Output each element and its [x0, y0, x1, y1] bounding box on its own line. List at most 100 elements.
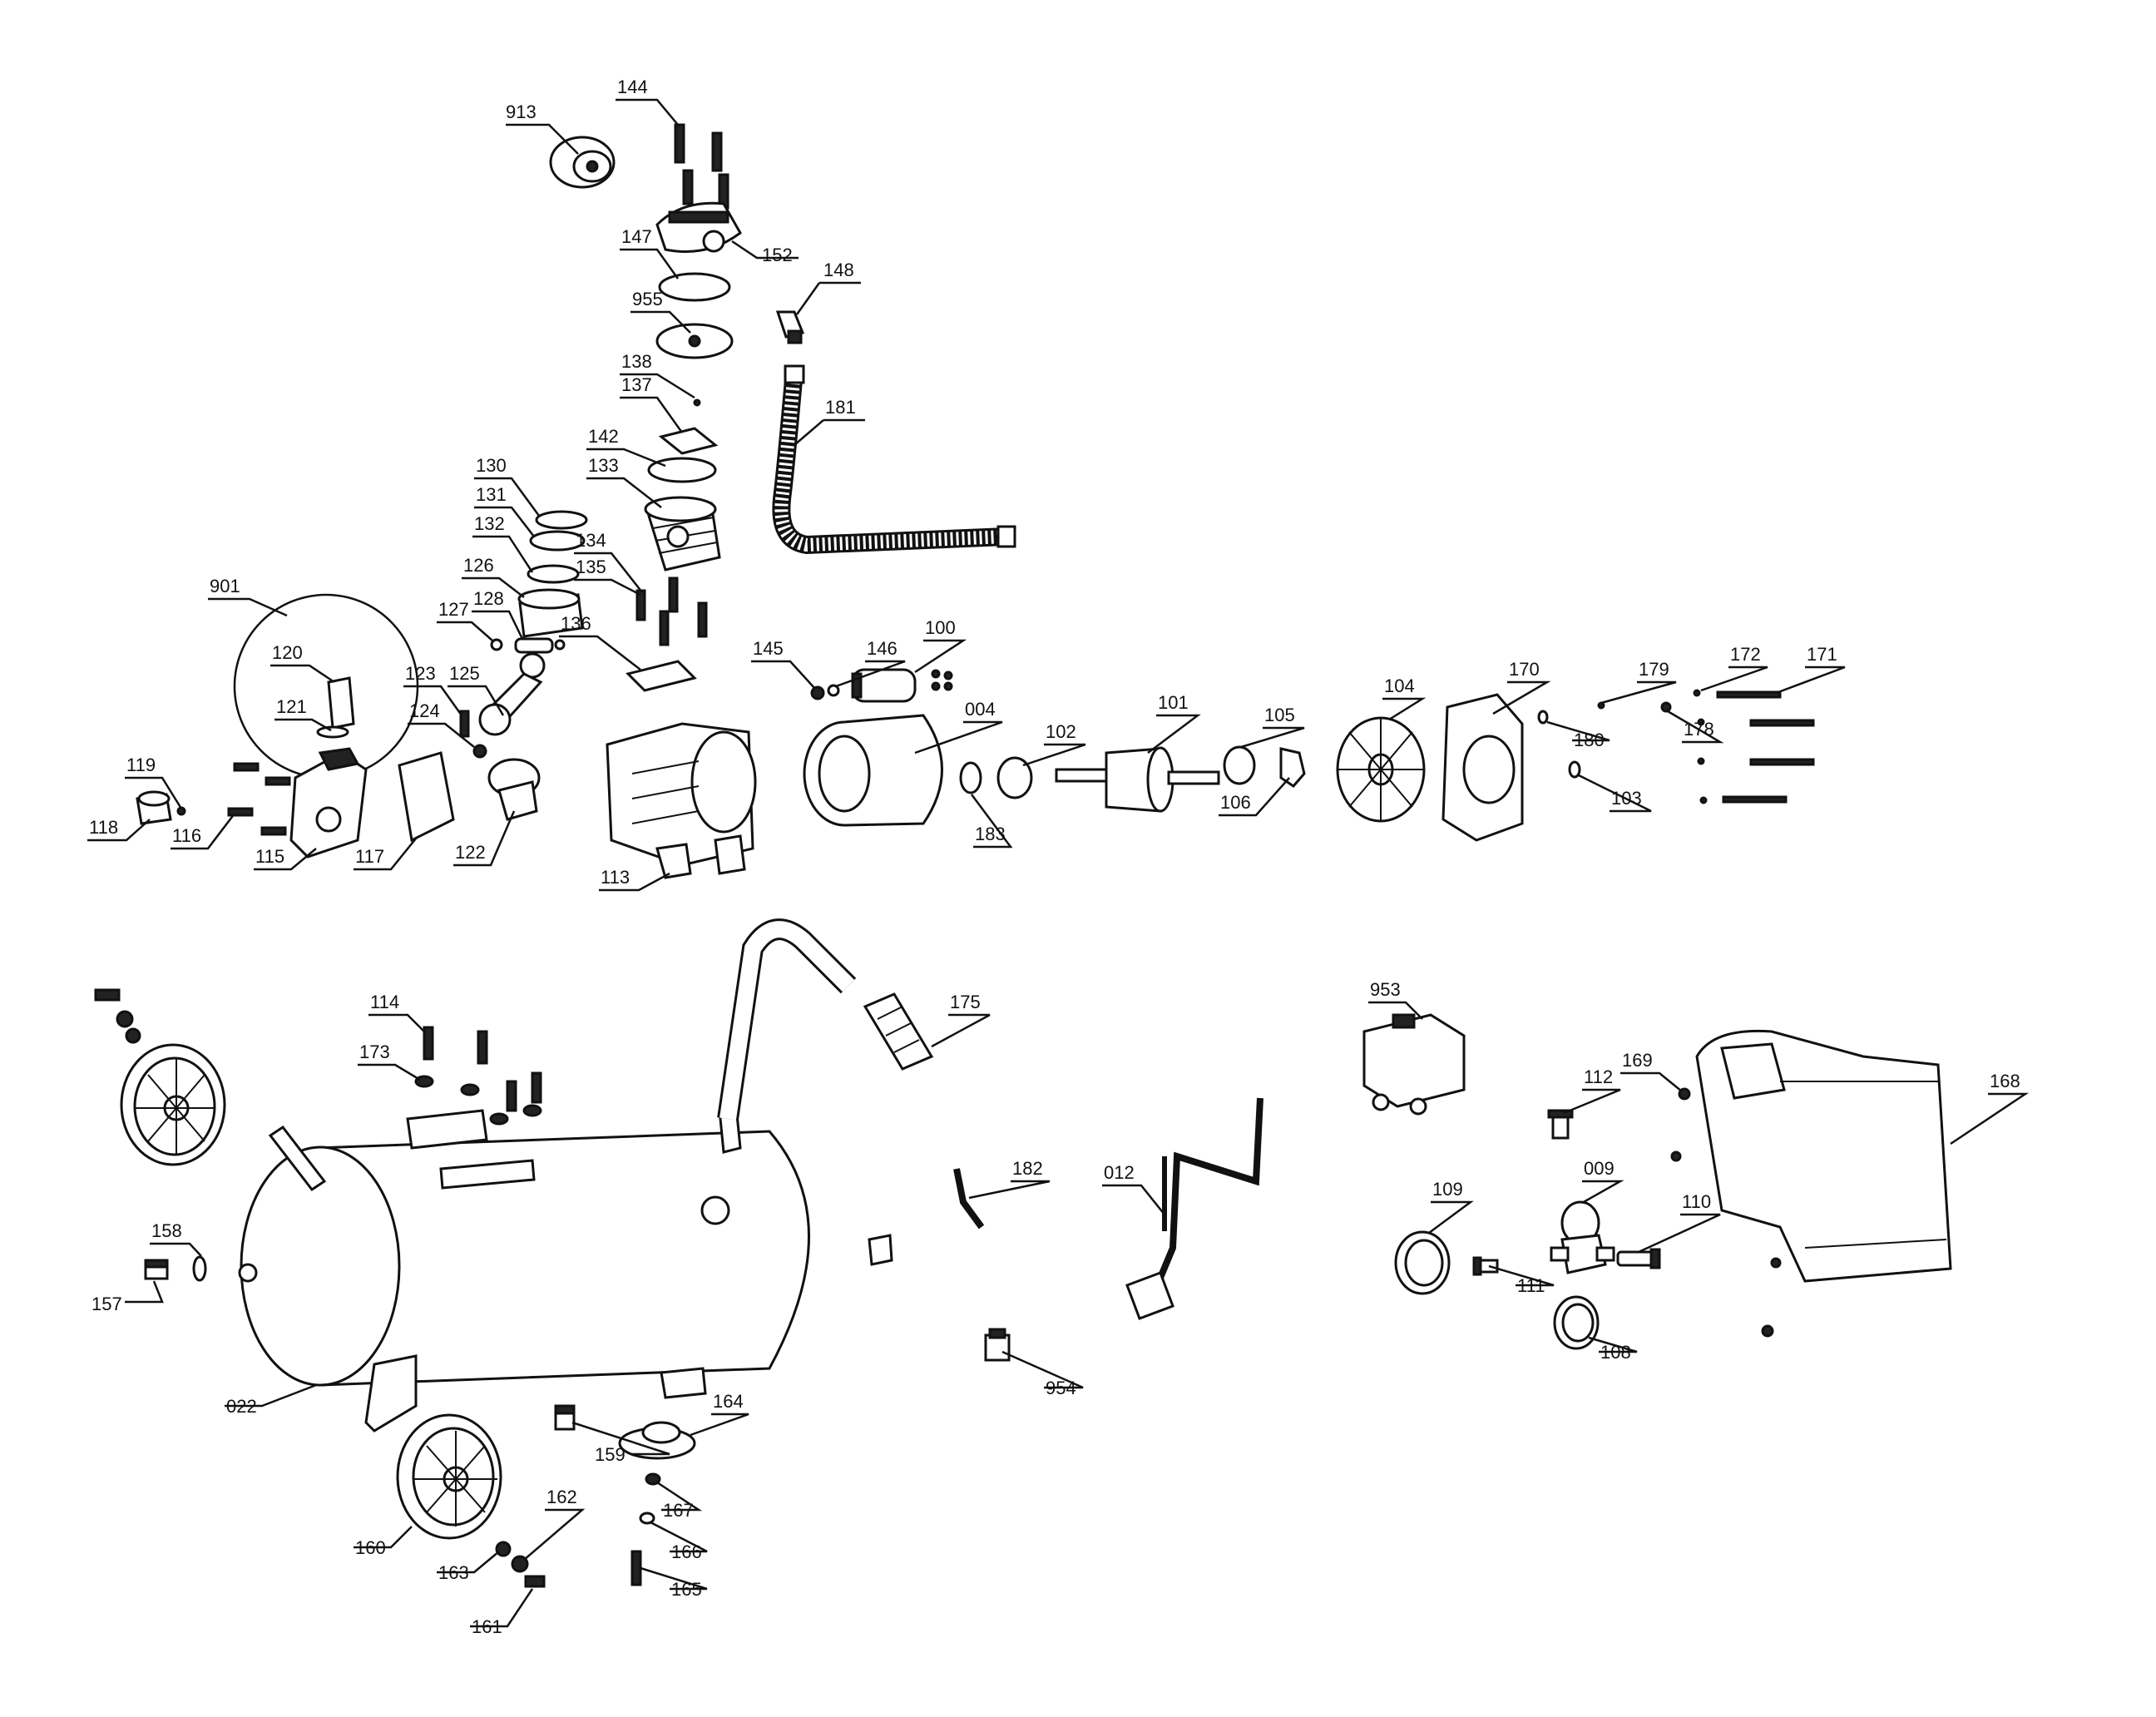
label-103: 103 — [1611, 788, 1642, 809]
part-126-piston — [517, 588, 584, 638]
part-181-hose — [772, 364, 1016, 555]
label-164: 164 — [713, 1391, 744, 1412]
part-901-detail — [233, 593, 419, 779]
label-125: 125 — [449, 663, 480, 684]
label-137: 137 — [621, 374, 652, 395]
part-138 — [693, 398, 701, 407]
label-111: 111 — [1517, 1275, 1545, 1296]
part-159-valve — [554, 1404, 576, 1431]
label-181: 181 — [825, 397, 856, 418]
label-178: 178 — [1684, 719, 1714, 740]
part-124-nut — [472, 744, 487, 759]
label-105: 105 — [1264, 705, 1295, 725]
label-163: 163 — [438, 1562, 469, 1583]
label-901: 901 — [210, 576, 240, 596]
label-135: 135 — [576, 557, 606, 577]
label-953: 953 — [1370, 979, 1401, 1000]
label-126: 126 — [463, 555, 494, 576]
part-130-ring — [535, 510, 588, 530]
part-132-ring — [527, 564, 580, 584]
part-134-135-bolts — [635, 576, 708, 646]
label-167: 167 — [663, 1500, 694, 1521]
part-112-fitting — [1547, 1109, 1574, 1140]
part-157-plug — [144, 1259, 169, 1280]
label-147: 147 — [621, 226, 652, 247]
part-913 — [549, 136, 616, 189]
label-128: 128 — [473, 588, 504, 609]
label-130: 130 — [476, 455, 507, 476]
part-147-gasket — [658, 272, 731, 302]
label-183: 183 — [975, 824, 1006, 844]
label-172: 172 — [1730, 644, 1761, 665]
part-168-screw-a — [1670, 1150, 1682, 1162]
label-134: 134 — [576, 530, 606, 551]
part-160-wheel — [396, 1413, 502, 1540]
label-132: 132 — [474, 513, 505, 534]
label-171: 171 — [1807, 644, 1837, 665]
label-012: 012 — [1104, 1162, 1135, 1183]
label-138: 138 — [621, 351, 652, 372]
part-111-fitting — [1472, 1256, 1499, 1276]
part-142-gasket — [647, 457, 717, 483]
part-165-bolt — [630, 1550, 642, 1586]
label-158: 158 — [151, 1220, 182, 1241]
label-112: 112 — [1584, 1066, 1613, 1087]
label-954: 954 — [1046, 1378, 1076, 1398]
label-955: 955 — [632, 289, 663, 309]
label-108: 108 — [1600, 1342, 1631, 1363]
label-168: 168 — [1990, 1071, 2020, 1091]
part-166-washer — [639, 1512, 655, 1525]
part-133-cylinder — [644, 496, 721, 572]
part-168-screw-c — [1761, 1324, 1774, 1338]
label-106: 106 — [1220, 792, 1251, 813]
part-179 — [1597, 701, 1605, 710]
part-118-cap — [136, 790, 172, 825]
part-953-pressure-switch — [1362, 1013, 1466, 1116]
part-145-nut — [810, 685, 825, 700]
label-009: 009 — [1584, 1158, 1615, 1179]
part-123-screw — [459, 710, 470, 738]
label-162: 162 — [546, 1487, 577, 1507]
label-110: 110 — [1682, 1191, 1711, 1212]
part-131-ring — [529, 530, 586, 552]
label-180: 180 — [1574, 730, 1605, 750]
part-955-valve-plate — [655, 323, 734, 359]
label-148: 148 — [823, 260, 854, 280]
part-101-rotor — [1055, 746, 1220, 813]
part-137-reed — [658, 427, 719, 455]
part-106-clip — [1279, 747, 1306, 788]
part-162-nut — [511, 1555, 529, 1573]
label-152: 152 — [762, 245, 793, 265]
part-183-bearing — [959, 761, 982, 794]
part-146-washer — [827, 684, 840, 697]
label-157: 157 — [91, 1294, 122, 1314]
label-102: 102 — [1046, 721, 1076, 742]
label-144: 144 — [617, 77, 648, 97]
part-114-173-fasteners — [414, 1026, 542, 1126]
part-168-shroud — [1695, 1029, 1952, 1283]
label-161: 161 — [472, 1616, 502, 1637]
label-133: 133 — [588, 455, 619, 476]
label-145: 145 — [753, 638, 784, 659]
part-116-screws — [227, 762, 291, 836]
label-170: 170 — [1509, 659, 1540, 680]
label-160: 160 — [355, 1537, 386, 1558]
label-113: 113 — [601, 867, 630, 888]
part-012-cable — [1125, 1097, 1263, 1320]
part-152-cylinder-head — [655, 201, 742, 253]
parts-drawings — [94, 123, 1952, 1588]
label-114: 114 — [370, 992, 399, 1012]
label-109: 109 — [1432, 1179, 1463, 1200]
label-159: 159 — [595, 1444, 626, 1465]
part-004-stator — [803, 714, 943, 827]
label-118: 118 — [89, 817, 118, 838]
label-104: 104 — [1384, 675, 1415, 696]
part-170-end-shield — [1441, 693, 1524, 842]
label-131: 131 — [476, 484, 507, 505]
part-top-wheel — [94, 988, 226, 1166]
part-110-coupler — [1616, 1248, 1661, 1269]
part-180-ring — [1537, 710, 1549, 725]
part-022-tank — [238, 1105, 893, 1432]
label-146: 146 — [867, 638, 898, 659]
